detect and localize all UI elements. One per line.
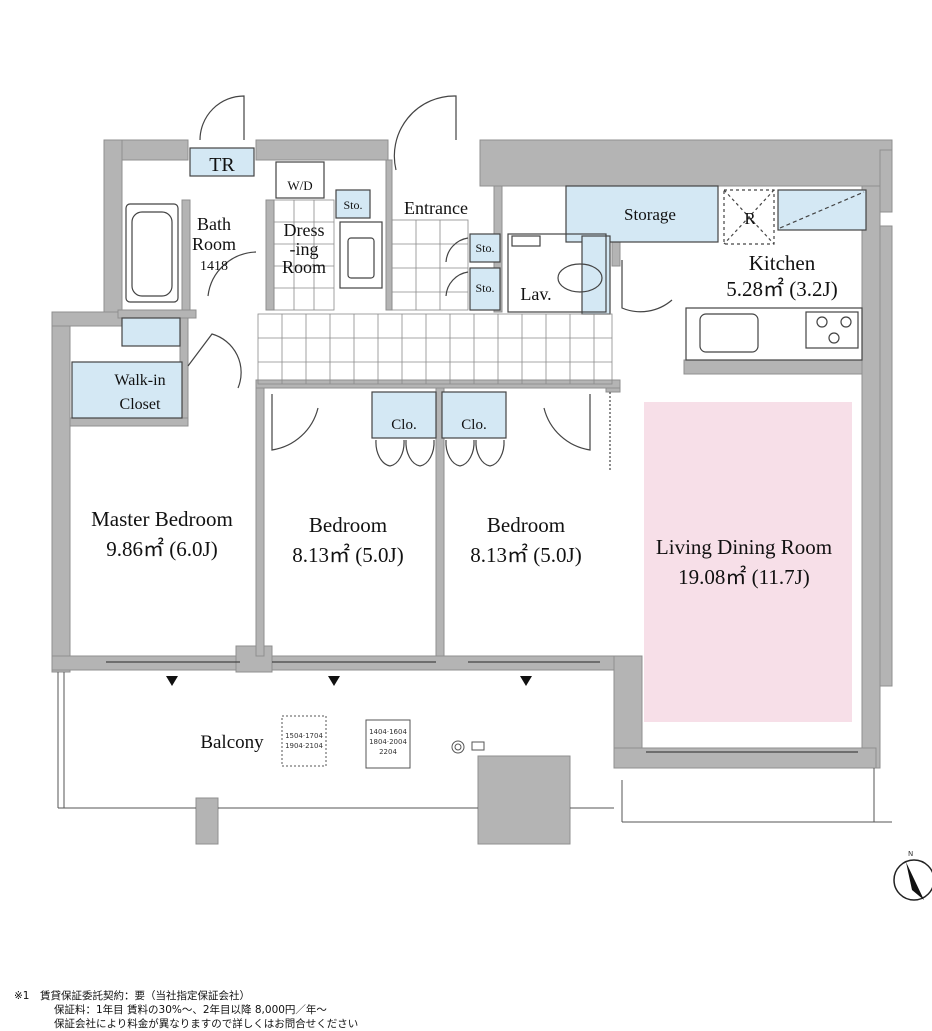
dressing-storage-box bbox=[335, 189, 371, 219]
unit-b-line-3: 2204 bbox=[379, 748, 397, 756]
ldk-area: 19.08㎡ (11.7J) bbox=[678, 565, 810, 589]
sto-a-label: Sto. bbox=[475, 241, 494, 255]
entrance-door-icon bbox=[393, 95, 457, 171]
sto-dressing-label: Sto. bbox=[343, 198, 362, 212]
lavatory-cabinet bbox=[581, 235, 611, 315]
walk-in-closet bbox=[71, 361, 183, 419]
master-bedroom-area: 9.86㎡ (6.0J) bbox=[106, 537, 217, 561]
compass-label: N bbox=[908, 850, 913, 858]
toilet-room-box bbox=[189, 147, 255, 177]
storage-room bbox=[565, 185, 719, 243]
walls bbox=[51, 139, 893, 845]
washer-label: W/D bbox=[287, 178, 312, 193]
closet-a bbox=[371, 391, 437, 439]
bath-door-icon bbox=[207, 251, 257, 297]
corridor-tiles bbox=[257, 199, 613, 385]
stove-icon bbox=[805, 311, 859, 349]
dressing-label-3: Room bbox=[282, 257, 326, 277]
storage-box-b bbox=[469, 267, 501, 311]
toilet-door-icon bbox=[199, 95, 245, 141]
drain-icon bbox=[451, 740, 465, 754]
bedroom-1-area: 8.13㎡ (5.0J) bbox=[292, 543, 403, 567]
sto-b-label: Sto. bbox=[475, 281, 494, 295]
closet-a-label: Clo. bbox=[391, 417, 416, 433]
fixtures bbox=[106, 95, 865, 753]
unit-a-line-1: 1504·1704 bbox=[285, 732, 323, 740]
arrow-icon bbox=[328, 676, 340, 686]
washer-icon bbox=[275, 161, 325, 199]
unit-b-line-1: 1404·1604 bbox=[369, 728, 407, 736]
closet-b bbox=[441, 391, 507, 439]
balcony-label: Balcony bbox=[200, 732, 264, 753]
bedroom-2-label: Bedroom bbox=[487, 513, 565, 537]
closet-b-label: Clo. bbox=[461, 417, 486, 433]
storage-label: Storage bbox=[624, 205, 676, 224]
compass-icon bbox=[893, 859, 932, 901]
dressing-label-1: Dress bbox=[284, 220, 325, 240]
balcony bbox=[57, 672, 892, 823]
bathtub-icon bbox=[125, 203, 179, 303]
bedroom-door-icon bbox=[271, 394, 319, 451]
kitchen-label: Kitchen bbox=[749, 251, 816, 275]
toilet-tank-icon bbox=[511, 235, 541, 247]
kitchen-counter bbox=[685, 307, 863, 361]
fridge-label: R bbox=[744, 209, 756, 228]
ldk-label: Living Dining Room bbox=[656, 535, 832, 559]
master-bedroom-label: Master Bedroom bbox=[91, 507, 233, 531]
compass: N bbox=[893, 850, 932, 901]
storage-areas bbox=[71, 147, 867, 439]
ldk-door-icon bbox=[621, 260, 673, 313]
toilet-icon bbox=[557, 263, 603, 293]
outlet-icon bbox=[471, 741, 485, 751]
bath-label-1: Bath bbox=[197, 214, 231, 234]
window-markers bbox=[166, 676, 532, 686]
fridge-space bbox=[723, 189, 775, 245]
bath-size-label: 1418 bbox=[200, 259, 228, 274]
walkin-label-2: Closet bbox=[120, 396, 161, 413]
kitchen-area-label: 5.28㎡ (3.2J) bbox=[726, 277, 837, 301]
storage-box-a bbox=[469, 233, 501, 263]
bath-label-2: Room bbox=[192, 234, 236, 254]
bedroom-2-area: 8.13㎡ (5.0J) bbox=[470, 543, 581, 567]
note-line-1: ※1 賃貸保証委託契約：要（当社指定保証会社） bbox=[14, 990, 250, 1002]
living-dining-area bbox=[644, 402, 852, 722]
kitchen-sink-icon bbox=[699, 313, 759, 353]
lavatory-label: Lav. bbox=[520, 284, 551, 304]
unit-a-line-2: 1904·2104 bbox=[285, 742, 323, 750]
closet-door-icon bbox=[187, 333, 242, 389]
outdoor-unit-slot-a bbox=[281, 715, 327, 767]
outdoor-unit-slot-b bbox=[365, 719, 411, 769]
dressing-label-2: -ing bbox=[290, 239, 319, 259]
sink-icon bbox=[339, 221, 383, 289]
arrow-icon bbox=[520, 676, 532, 686]
entrance-label: Entrance bbox=[404, 198, 468, 218]
bedroom-1-label: Bedroom bbox=[309, 513, 387, 537]
walkin-label-1: Walk-in bbox=[114, 372, 165, 389]
toilet-label: TR bbox=[209, 154, 235, 176]
arrow-icon bbox=[166, 676, 178, 686]
note-line-2: 保証料：1年目 賃料の30%〜、2年目以降 8,000円／年〜 bbox=[54, 1004, 327, 1016]
unit-b-line-2: 1804·2004 bbox=[369, 738, 407, 746]
